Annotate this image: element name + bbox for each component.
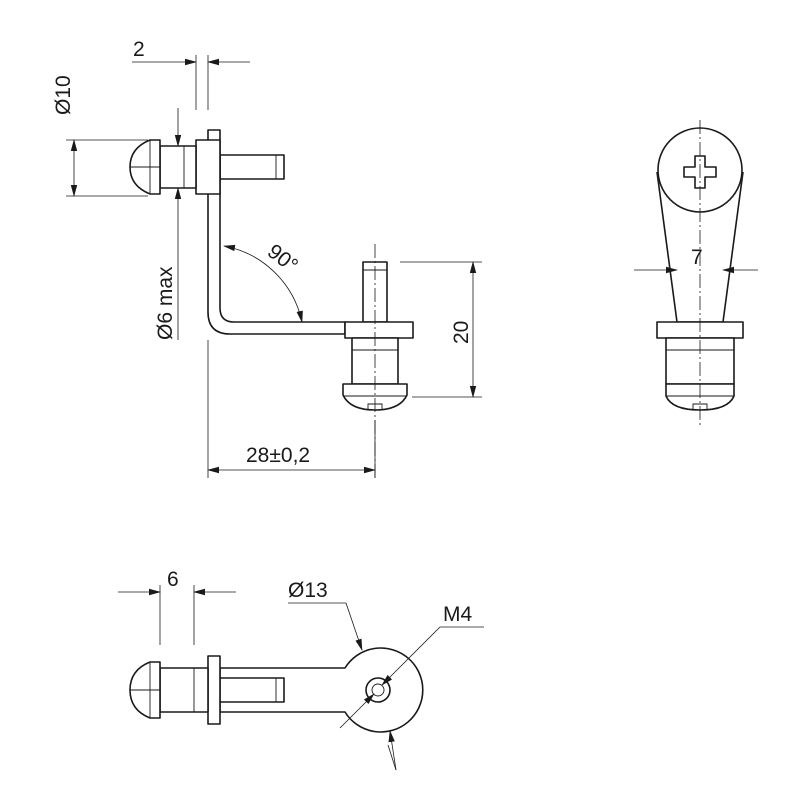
thread-hole (371, 683, 385, 697)
side-view: 7 (634, 120, 758, 425)
dim-eye-diameter: Ø13 (288, 579, 328, 602)
dim-head-diameter: Ø10 (52, 75, 75, 115)
lower-washer (344, 321, 414, 339)
cross-slot-icon (683, 155, 717, 189)
front-view: 2 Ø10 Ø6 max 90° 20 28±0,2 (52, 38, 482, 480)
dim-shank-diameter: Ø6 max (154, 266, 177, 340)
top-washer (207, 655, 221, 725)
top-view: 6 Ø13 M4 (118, 568, 484, 771)
top-arm (219, 647, 424, 733)
upper-washer (195, 139, 221, 195)
upper-pin (219, 154, 285, 180)
dim-thickness: 2 (133, 38, 145, 61)
dim-pin-length: 6 (167, 568, 179, 591)
dim-width: 7 (691, 246, 703, 269)
top-screw-shank (159, 667, 209, 713)
top-pin (219, 677, 285, 703)
dim-angle: 90° (263, 240, 302, 278)
dim-thread: M4 (443, 603, 472, 626)
dim-length: 28±0,2 (246, 444, 310, 467)
upper-screw-shank (159, 145, 197, 189)
dim-height: 20 (450, 321, 473, 344)
